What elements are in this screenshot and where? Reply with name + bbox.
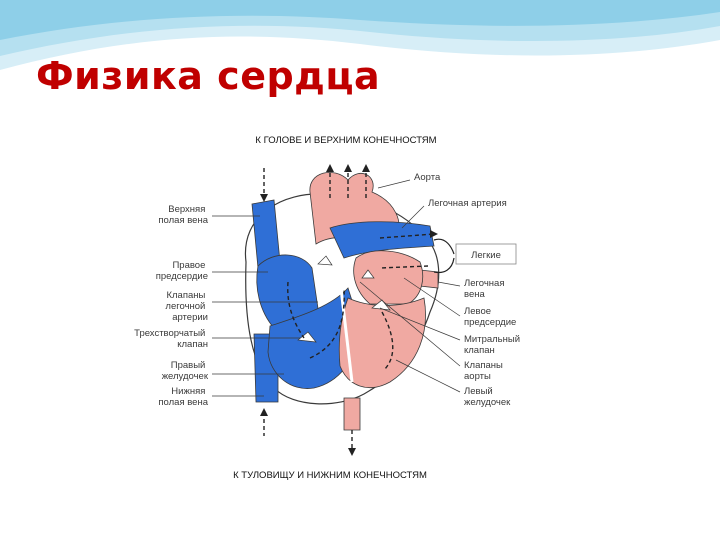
- left-leaders: [212, 215, 318, 397]
- label-left-atrium: Левое предсердие: [464, 306, 516, 328]
- arrow-heads: [260, 164, 438, 456]
- label-lungs: Легкие: [471, 250, 501, 261]
- heart-diagram-svg: К ГОЛОВЕ И ВЕРХНИМ КОНЕЧНОСТЯМ К ТУЛОВИЩ…: [134, 112, 558, 490]
- right-leaders: [359, 179, 461, 393]
- lungs-box: [455, 243, 517, 265]
- label-left-ventricle: Левый желудочек: [464, 386, 511, 408]
- heart-diagram: К ГОЛОВЕ И ВЕРХНИМ КОНЕЧНОСТЯМ К ТУЛОВИЩ…: [134, 112, 558, 490]
- label-right-ventricle: Правый желудочек: [162, 360, 209, 382]
- label-mitral-valve: Митральный клапан: [464, 334, 523, 356]
- left-ventricle: [338, 297, 426, 389]
- top-caption: К ГОЛОВЕ И ВЕРХНИМ КОНЕЧНОСТЯМ: [255, 135, 436, 146]
- label-pulmonary-valves: Клапаны легочной артерии: [165, 290, 208, 323]
- label-right-atrium: Правое предсердие: [156, 260, 208, 282]
- left-atrium: [353, 250, 424, 305]
- lung-loop-arrow: [433, 238, 455, 274]
- label-pulmonary-artery: Легочная артерия: [428, 198, 507, 209]
- slide-title: Физика сердца: [36, 54, 381, 98]
- label-inferior-vena-cava: Нижняя полая вена: [158, 386, 208, 408]
- label-aortic-valves: Клапаны аорты: [464, 360, 506, 382]
- bottom-caption: К ТУЛОВИЩУ И НИЖНИМ КОНЕЧНОСТЯМ: [233, 470, 427, 481]
- septum: [338, 279, 354, 383]
- descending-aorta: [343, 397, 361, 431]
- label-superior-vena-cava: Верхняя полая вена: [158, 204, 208, 226]
- label-tricuspid-valve: Трехстворчатый клапан: [134, 328, 208, 350]
- label-pulmonary-vein: Легочная вена: [464, 278, 507, 300]
- label-aorta: Аорта: [414, 172, 441, 183]
- valves: [297, 255, 391, 343]
